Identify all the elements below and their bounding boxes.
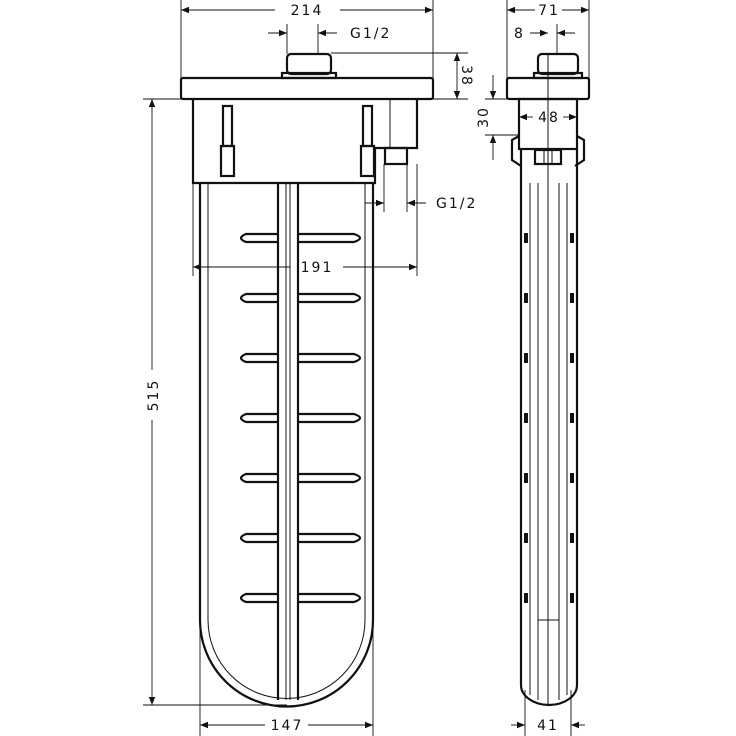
fin-left: [239, 592, 278, 604]
front-view: [179, 52, 435, 708]
fin-right: [298, 472, 362, 484]
side-fin-mark: [570, 473, 574, 483]
dim-71: 71: [538, 3, 560, 19]
fin-right: [298, 352, 362, 364]
fin-left: [239, 352, 278, 364]
fin-right: [298, 292, 362, 304]
side-fin-mark: [524, 293, 528, 303]
fin-left: [239, 292, 278, 304]
side-fin-mark: [524, 533, 528, 543]
fin-left: [239, 412, 278, 424]
side-fin-mark: [524, 413, 528, 423]
side-fin-mark: [570, 293, 574, 303]
dim-147: 147: [271, 718, 304, 734]
side-fin-mark: [524, 233, 528, 243]
side-view: [505, 52, 591, 707]
side-fin-mark: [570, 353, 574, 363]
fin-right: [298, 412, 362, 424]
dim-515: 515: [146, 379, 162, 412]
side-dimensions: 71 8 48 30 41: [476, 0, 590, 736]
side-fin-mark: [524, 473, 528, 483]
dim-38: 38: [458, 65, 474, 87]
glass-body: [198, 183, 375, 708]
front-dimensions: 214 G1/2 38 G1/2 191 515 147: [143, 0, 477, 736]
dim-191: 191: [301, 260, 334, 276]
top-nipple: [285, 52, 333, 76]
dim-top-thread: G1/2: [350, 26, 391, 42]
side-fin-mark: [524, 353, 528, 363]
fin-right: [298, 232, 362, 244]
dim-48: 48: [538, 110, 560, 126]
fin-right: [298, 592, 362, 604]
dim-41: 41: [537, 718, 559, 734]
valve-box: [191, 99, 419, 185]
dim-side-thread: G1/2: [436, 196, 477, 212]
clip-left: [219, 104, 236, 178]
top-plate: [179, 76, 435, 101]
side-fin-mark: [524, 593, 528, 603]
side-fin-mark: [570, 533, 574, 543]
dim-30: 30: [476, 106, 492, 128]
fin-left: [239, 532, 278, 544]
fin-right: [298, 532, 362, 544]
fin-left: [239, 472, 278, 484]
side-outlet: [383, 146, 409, 166]
fin-left: [239, 232, 278, 244]
clip-right: [359, 104, 376, 178]
side-fin-mark: [570, 413, 574, 423]
fins: [239, 232, 362, 604]
dim-214: 214: [291, 3, 324, 19]
dim-8: 8: [514, 26, 525, 42]
side-fin-mark: [570, 233, 574, 243]
side-fin-mark: [570, 593, 574, 603]
